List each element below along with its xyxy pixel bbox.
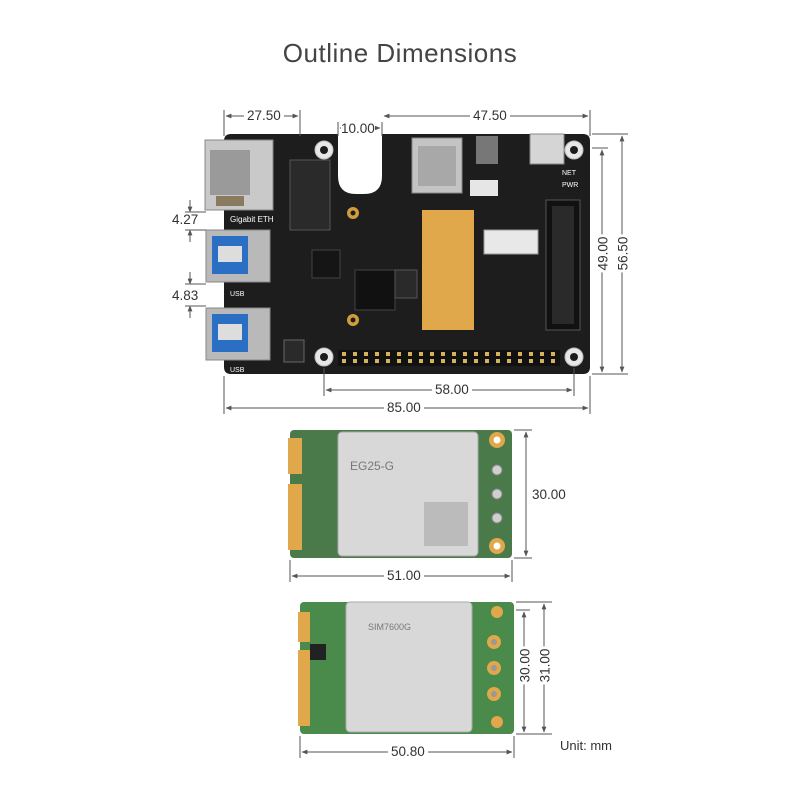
header-pin xyxy=(518,352,522,356)
eg25-width: 51.00 xyxy=(384,568,424,583)
dim-4-83: 4.83 xyxy=(172,288,199,303)
header-pin xyxy=(408,352,412,356)
header-pin xyxy=(342,359,346,363)
header-pin xyxy=(375,352,379,356)
header-pin xyxy=(540,359,544,363)
header-pin xyxy=(496,359,500,363)
header-pin xyxy=(397,359,401,363)
header-pin xyxy=(386,359,390,363)
label-usb2: USB xyxy=(230,367,245,374)
header-pin xyxy=(375,359,379,363)
dim-58-00: 58.00 xyxy=(432,382,472,397)
unit-note: Unit: mm xyxy=(560,738,612,753)
dim-27-50: 27.50 xyxy=(244,108,284,123)
header-pin xyxy=(485,359,489,363)
header-pin xyxy=(452,359,456,363)
header-pin xyxy=(408,359,412,363)
dim-56-50: 56.50 xyxy=(615,234,631,273)
sim7600-module xyxy=(298,601,514,734)
header-pin xyxy=(430,352,434,356)
header-pin xyxy=(397,352,401,356)
header-pin xyxy=(485,352,489,356)
header-pin xyxy=(342,352,346,356)
header-pin xyxy=(463,359,467,363)
header-pin xyxy=(364,359,368,363)
label-net: NET xyxy=(562,170,577,177)
header-pin xyxy=(474,352,478,356)
header-pin xyxy=(518,359,522,363)
header-pin xyxy=(441,352,445,356)
sim7600-width: 50.80 xyxy=(388,744,428,759)
header-pin xyxy=(419,352,423,356)
label-pwr: PWR xyxy=(562,182,578,189)
dim-4-27: 4.27 xyxy=(172,212,199,227)
header-pin xyxy=(474,359,478,363)
header-pin xyxy=(353,359,357,363)
header-pin xyxy=(507,352,511,356)
header-pin xyxy=(463,352,467,356)
header-pin xyxy=(386,352,390,356)
header-pin xyxy=(551,359,555,363)
dim-47-50: 47.50 xyxy=(470,108,510,123)
hat-dimension-lines xyxy=(185,110,628,414)
label-usb1: USB xyxy=(230,291,245,298)
header-pin xyxy=(353,352,357,356)
header-pin xyxy=(551,352,555,356)
hat-board xyxy=(204,133,590,374)
header-pin xyxy=(452,352,456,356)
eg25-chip-label: EG25-G xyxy=(350,459,394,473)
header-pin xyxy=(529,359,533,363)
header-pin xyxy=(364,352,368,356)
dim-85-00: 85.00 xyxy=(384,400,424,415)
header-pin xyxy=(540,352,544,356)
header-pin xyxy=(441,359,445,363)
page-title: Outline Dimensions xyxy=(282,38,518,68)
header-pin xyxy=(430,359,434,363)
header-pin xyxy=(529,352,533,356)
sim7600-chip-label: SIM7600G xyxy=(368,622,411,632)
header-pin xyxy=(507,359,511,363)
sim7600-height-1: 30.00 xyxy=(517,646,533,685)
header-pin xyxy=(419,359,423,363)
sim7600-height-2: 31.00 xyxy=(537,646,553,685)
label-eth: Gigabit ETH xyxy=(230,215,274,224)
header-pin xyxy=(496,352,500,356)
eg25-height: 30.00 xyxy=(532,487,566,502)
dim-10-00: 10.00 xyxy=(341,121,375,136)
dim-49-00: 49.00 xyxy=(595,234,611,273)
eg25-module xyxy=(288,430,512,558)
